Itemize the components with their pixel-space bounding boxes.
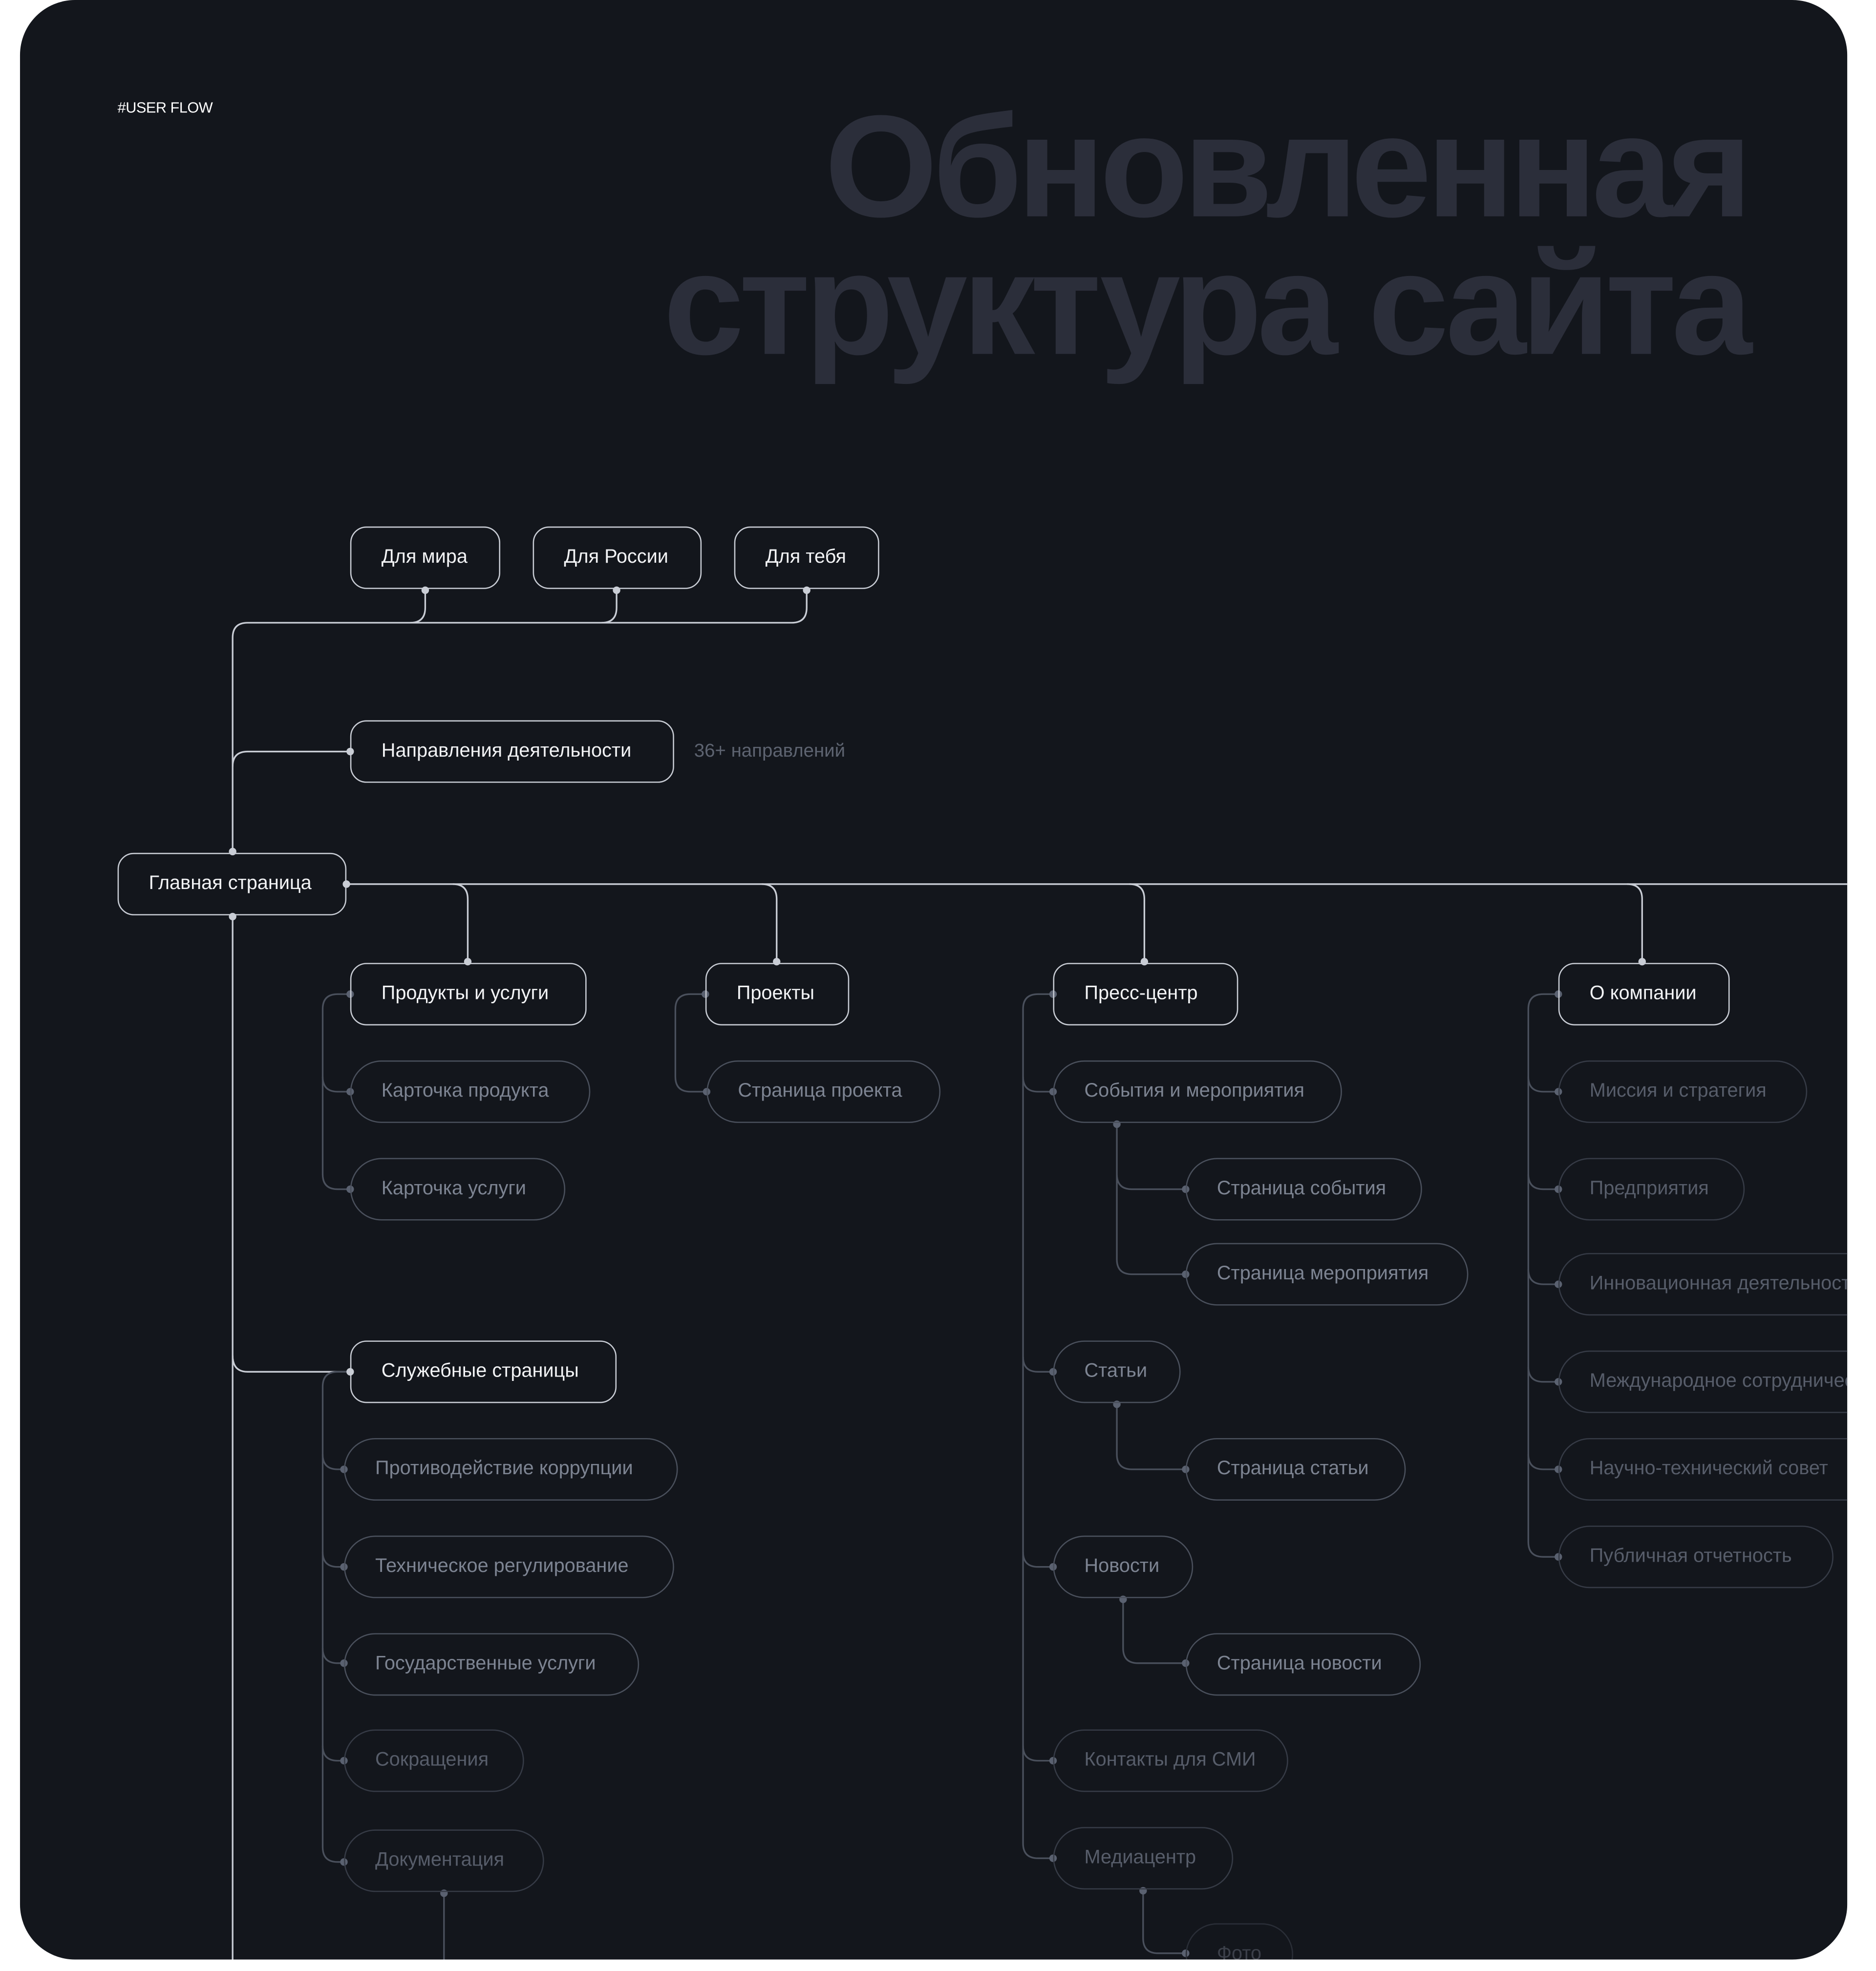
node-activity-page[interactable]: Страница мероприятия: [1185, 1243, 1469, 1306]
node-service-card[interactable]: Карточка услуги: [350, 1158, 566, 1221]
node-directions[interactable]: Направления деятельности: [350, 720, 674, 783]
node-enterprises[interactable]: Предприятия: [1558, 1158, 1745, 1221]
node-projects[interactable]: Проекты: [705, 963, 850, 1026]
title-line-2: структура сайта: [663, 222, 1752, 385]
section-tag: #USER FLOW: [117, 99, 213, 117]
node-press-center[interactable]: Пресс-центр: [1053, 963, 1238, 1026]
node-abbreviations[interactable]: Сокращения: [344, 1729, 524, 1792]
node-home[interactable]: Главная страница: [117, 852, 347, 915]
node-media-center[interactable]: Медиацентр: [1053, 1827, 1234, 1890]
node-about[interactable]: О компании: [1558, 963, 1730, 1026]
node-products[interactable]: Продукты и услуги: [350, 963, 587, 1026]
node-project-page[interactable]: Страница проекта: [706, 1060, 941, 1123]
node-article-page[interactable]: Страница статьи: [1185, 1438, 1406, 1501]
node-news[interactable]: Новости: [1053, 1535, 1194, 1598]
node-anticorruption[interactable]: Противодействие коррупции: [344, 1438, 678, 1501]
node-gov-services[interactable]: Государственные услуги: [344, 1633, 640, 1696]
node-public-reports[interactable]: Публичная отчетность: [1558, 1526, 1833, 1589]
node-for-russia[interactable]: Для России: [533, 526, 702, 589]
node-news-page[interactable]: Страница новости: [1185, 1633, 1421, 1696]
title-line-1: Обновленная: [825, 85, 1752, 248]
connector-lines: [229, 586, 1848, 1960]
node-science-council[interactable]: Научно-технический совет: [1558, 1438, 1848, 1501]
node-tech-regulation[interactable]: Техническое регулирование: [344, 1535, 674, 1598]
node-international[interactable]: Международное сотрудничество: [1558, 1350, 1848, 1413]
node-photo[interactable]: Фото: [1185, 1923, 1294, 1960]
node-product-card[interactable]: Карточка продукта: [350, 1060, 591, 1123]
node-event-page[interactable]: Страница события: [1185, 1158, 1422, 1221]
node-service-pages[interactable]: Служебные страницы: [350, 1340, 617, 1403]
node-innovation[interactable]: Инновационная деятельность: [1558, 1253, 1848, 1316]
node-mission[interactable]: Миссия и стратегия: [1558, 1060, 1808, 1123]
node-articles[interactable]: Статьи: [1053, 1340, 1181, 1403]
directions-count-note: 36+ направлений: [694, 740, 846, 762]
node-media-contacts[interactable]: Контакты для СМИ: [1053, 1729, 1288, 1792]
node-events[interactable]: События и мероприятия: [1053, 1060, 1342, 1123]
node-for-world[interactable]: Для мира: [350, 526, 500, 589]
node-documentation[interactable]: Документация: [344, 1829, 544, 1892]
node-for-you[interactable]: Для тебя: [734, 526, 879, 589]
